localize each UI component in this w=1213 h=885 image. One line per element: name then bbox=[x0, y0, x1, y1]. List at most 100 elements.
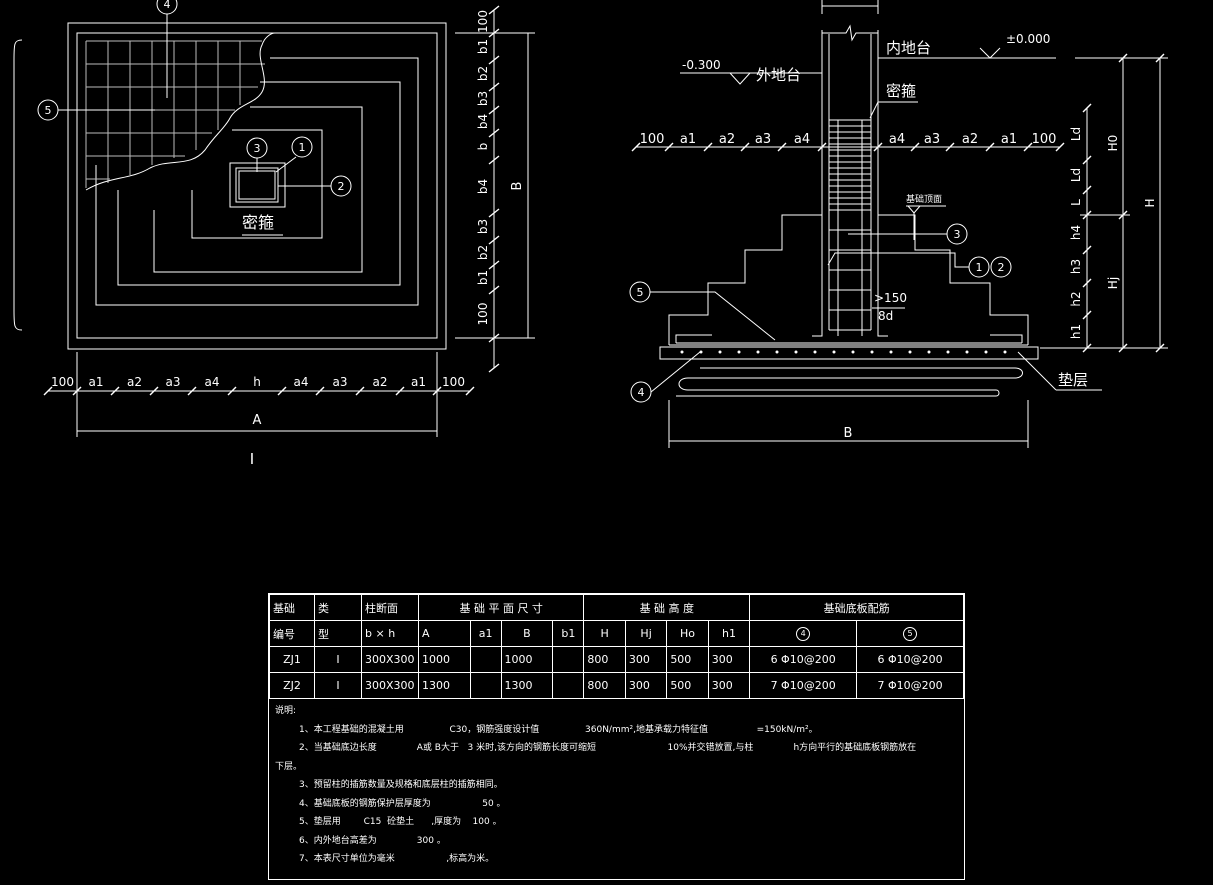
plan-dim-bottom-label: h bbox=[253, 375, 261, 389]
section-dim-top-label: a3 bbox=[755, 132, 771, 147]
plan-dim-bottom-label: a2 bbox=[373, 375, 388, 389]
callout-4-section: 4 bbox=[630, 351, 701, 403]
plan-dim-right-label: b2 bbox=[476, 245, 490, 260]
note-line: 6、内外地台高差为 300 。 bbox=[299, 835, 446, 846]
svg-text:1: 1 bbox=[299, 141, 306, 154]
inner-elev: ±0.000 bbox=[1006, 32, 1050, 46]
section-dim-right-label: h1 bbox=[1069, 324, 1083, 339]
note-line: 1、本工程基础的混凝土用 C30，钢筋强度设计值 360N/mm²,地基承载力特… bbox=[299, 724, 818, 735]
callout-3-plan: 3 bbox=[246, 137, 268, 172]
callout-2-section: 2 bbox=[827, 252, 1012, 278]
inner-grade-label: 内地台 bbox=[886, 39, 931, 57]
section-dim-top-label: a2 bbox=[962, 132, 978, 147]
note-line: 5、垫层用 C15 砼垫土 ,厚度为 100 。 bbox=[299, 817, 502, 827]
note-line: 2、当基础底边长度 A或 B大于 3 米时,该方向的钢筋长度可缩短 10%并交错… bbox=[299, 743, 917, 753]
plan-stirrup-label: 密箍 bbox=[242, 213, 274, 232]
plan-step-4 bbox=[191, 129, 323, 239]
section-dim-right-label: h4 bbox=[1069, 225, 1083, 240]
plan-outline-inner bbox=[76, 32, 438, 339]
plan-dim-bottom-label: a3 bbox=[166, 375, 181, 389]
section-dim-top-label: a2 bbox=[719, 132, 735, 147]
section-dim-top-label: 100 bbox=[1032, 132, 1057, 147]
column-stirrup bbox=[235, 167, 279, 203]
section-stirrup-label: 密箍 bbox=[886, 82, 916, 100]
svg-text:5: 5 bbox=[637, 286, 644, 299]
plan-dim-bottom-label: a4 bbox=[205, 375, 220, 389]
note-line: 4、基础底板的钢筋保护层厚度为 50 。 bbox=[299, 798, 506, 809]
plan-outline bbox=[67, 22, 447, 350]
plan-dim-bottom-label: a1 bbox=[411, 375, 426, 389]
section-dim-top-label: a1 bbox=[680, 132, 696, 147]
callout-3-section: 3 bbox=[848, 223, 968, 245]
note-line: 下层。 bbox=[275, 761, 303, 772]
note-line: 7、本表尺寸单位为毫米 ,标高为米。 bbox=[299, 854, 495, 864]
plan-dim-right-label: 100 bbox=[476, 303, 490, 326]
svg-text:H: H bbox=[1143, 198, 1157, 207]
plan-dim-right-label: 100 bbox=[476, 10, 490, 33]
foundation-schedule: 基础 类 柱断面 基 础 平 面 尺 寸 基 础 高 度 基础底板配筋 编号 型… bbox=[268, 593, 965, 880]
plan-dim-right-label: b bbox=[476, 143, 490, 151]
plan-dim-bottom-label: 100 bbox=[51, 375, 74, 389]
callout-2-plan: 2 bbox=[278, 175, 352, 197]
plan-step-3 bbox=[153, 106, 363, 273]
anchor-d: 8d bbox=[878, 309, 893, 323]
plan-bracket bbox=[13, 39, 23, 331]
outer-elev: -0.300 bbox=[682, 58, 721, 72]
plan-dim-right-label: b4 bbox=[476, 179, 490, 194]
stirrups bbox=[829, 119, 871, 331]
svg-text:3: 3 bbox=[954, 228, 961, 241]
anchor-min: >150 bbox=[874, 291, 907, 305]
plan-step-1 bbox=[95, 57, 419, 306]
outer-grade-label: 外地台 bbox=[756, 66, 801, 84]
svg-text:3: 3 bbox=[254, 142, 261, 155]
rebar-mesh bbox=[85, 40, 265, 188]
svg-text:4: 4 bbox=[164, 0, 171, 11]
callout-5-icon: 5 bbox=[903, 627, 918, 641]
plan-dim-A: A bbox=[253, 413, 262, 428]
plan-dim-bottom-label: 100 bbox=[442, 375, 465, 389]
section-dim-right-label: h2 bbox=[1069, 291, 1083, 306]
svg-text:Hj: Hj bbox=[1106, 277, 1120, 289]
notes: 说明: 1、本工程基础的混凝土用 C30，钢筋强度设计值 360N/mm²,地基… bbox=[269, 699, 964, 872]
notes-title: 说明: bbox=[275, 706, 297, 716]
svg-text:2: 2 bbox=[998, 261, 1005, 274]
plan-dim-B: B bbox=[510, 182, 525, 191]
top-of-footing: 基础顶面 bbox=[906, 193, 942, 205]
svg-text:H0: H0 bbox=[1106, 135, 1120, 152]
note-line: 3、预留柱的插筋数量及规格和底层柱的插筋相同。 bbox=[299, 780, 503, 790]
section-dim-top-label: a4 bbox=[794, 132, 810, 147]
section-dim-right-label: Ld bbox=[1069, 127, 1083, 141]
bottom-rebar bbox=[675, 334, 1023, 397]
callout-5-plan: 5 bbox=[37, 99, 155, 121]
plan-dim-bottom-label: a3 bbox=[333, 375, 348, 389]
cushion-layer bbox=[659, 346, 1039, 360]
plan-dim-bottom-label: a1 bbox=[89, 375, 104, 389]
section-dim-top-label: 100 bbox=[640, 132, 665, 147]
plan-dim-right-label: b4 bbox=[476, 114, 490, 129]
section-dim-top-label: a4 bbox=[889, 132, 905, 147]
schedule-table: 基础 类 柱断面 基 础 平 面 尺 寸 基 础 高 度 基础底板配筋 编号 型… bbox=[269, 594, 964, 699]
section-dim-right-label: L bbox=[1069, 199, 1083, 206]
section-dim-top-label: a3 bbox=[924, 132, 940, 147]
step-left bbox=[668, 214, 822, 345]
svg-text:2: 2 bbox=[338, 180, 345, 193]
break-line bbox=[85, 32, 276, 191]
callout-1-section: 1 bbox=[968, 256, 990, 278]
plan-dim-right-label: b1 bbox=[476, 270, 490, 285]
svg-text:5: 5 bbox=[45, 104, 52, 117]
section-dim-top-label: a1 bbox=[1001, 132, 1017, 147]
plan-dim-bottom-label: a2 bbox=[127, 375, 142, 389]
section-mark: I bbox=[250, 450, 254, 468]
rebar-dots bbox=[680, 350, 1007, 354]
section-dim-right-label: h3 bbox=[1069, 259, 1083, 274]
svg-text:4: 4 bbox=[638, 386, 645, 399]
header-row-1: 基础 类 柱断面 基 础 平 面 尺 寸 基 础 高 度 基础底板配筋 bbox=[269, 594, 964, 621]
section-dim-right-label: Ld bbox=[1069, 168, 1083, 182]
svg-text:1: 1 bbox=[976, 261, 983, 274]
cushion-label: 垫层 bbox=[1058, 371, 1088, 389]
plan-dim-right-label: b3 bbox=[476, 219, 490, 234]
